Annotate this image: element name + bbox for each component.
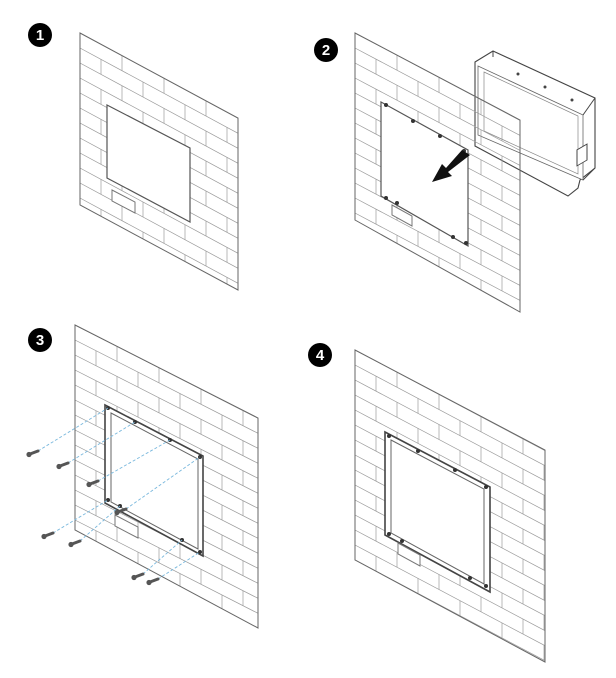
step-badge-1: 1	[28, 23, 52, 47]
wall-2	[354, 32, 521, 313]
wall-bricks-1	[80, 33, 238, 290]
panel-2	[354, 32, 596, 313]
screws-3	[26, 449, 160, 586]
wall-cutout-small-3	[114, 514, 139, 539]
panel-1	[79, 32, 239, 291]
wall-3	[74, 324, 259, 629]
callout-line	[125, 456, 201, 510]
arrow-icon	[432, 150, 470, 182]
callout-line	[142, 539, 183, 575]
panel-3	[26, 324, 259, 629]
bracket-holes-4	[387, 434, 488, 588]
screw-icon	[68, 539, 82, 548]
step-badge-3: 3	[28, 328, 52, 352]
screw-icon	[56, 461, 70, 470]
wall-4	[354, 349, 546, 663]
screw-icon	[26, 449, 40, 458]
callout-line	[97, 439, 171, 482]
callout-line	[67, 421, 136, 464]
callout-line	[79, 505, 121, 542]
screw-icon	[131, 572, 145, 581]
screw-icon	[114, 507, 128, 516]
wall-1	[79, 32, 239, 291]
monitor-bezel-2	[380, 100, 469, 248]
callout-lines-3	[37, 407, 201, 580]
step-badge-2: 2	[314, 38, 338, 62]
callout-line	[157, 551, 201, 580]
step-badge-4: 4	[308, 343, 332, 367]
screw-icon	[146, 577, 160, 586]
panel-4	[354, 349, 546, 663]
screw-icon	[86, 479, 100, 488]
monitor-icon	[474, 50, 596, 197]
wall-cutout-small-2	[391, 204, 413, 227]
wall-cutout-small-4	[397, 542, 421, 567]
callout-line	[37, 407, 109, 452]
wall-cutout-small-1	[111, 189, 136, 214]
wall-cutout-1	[106, 104, 191, 223]
callout-line	[52, 499, 109, 534]
screw-icon	[41, 531, 55, 540]
